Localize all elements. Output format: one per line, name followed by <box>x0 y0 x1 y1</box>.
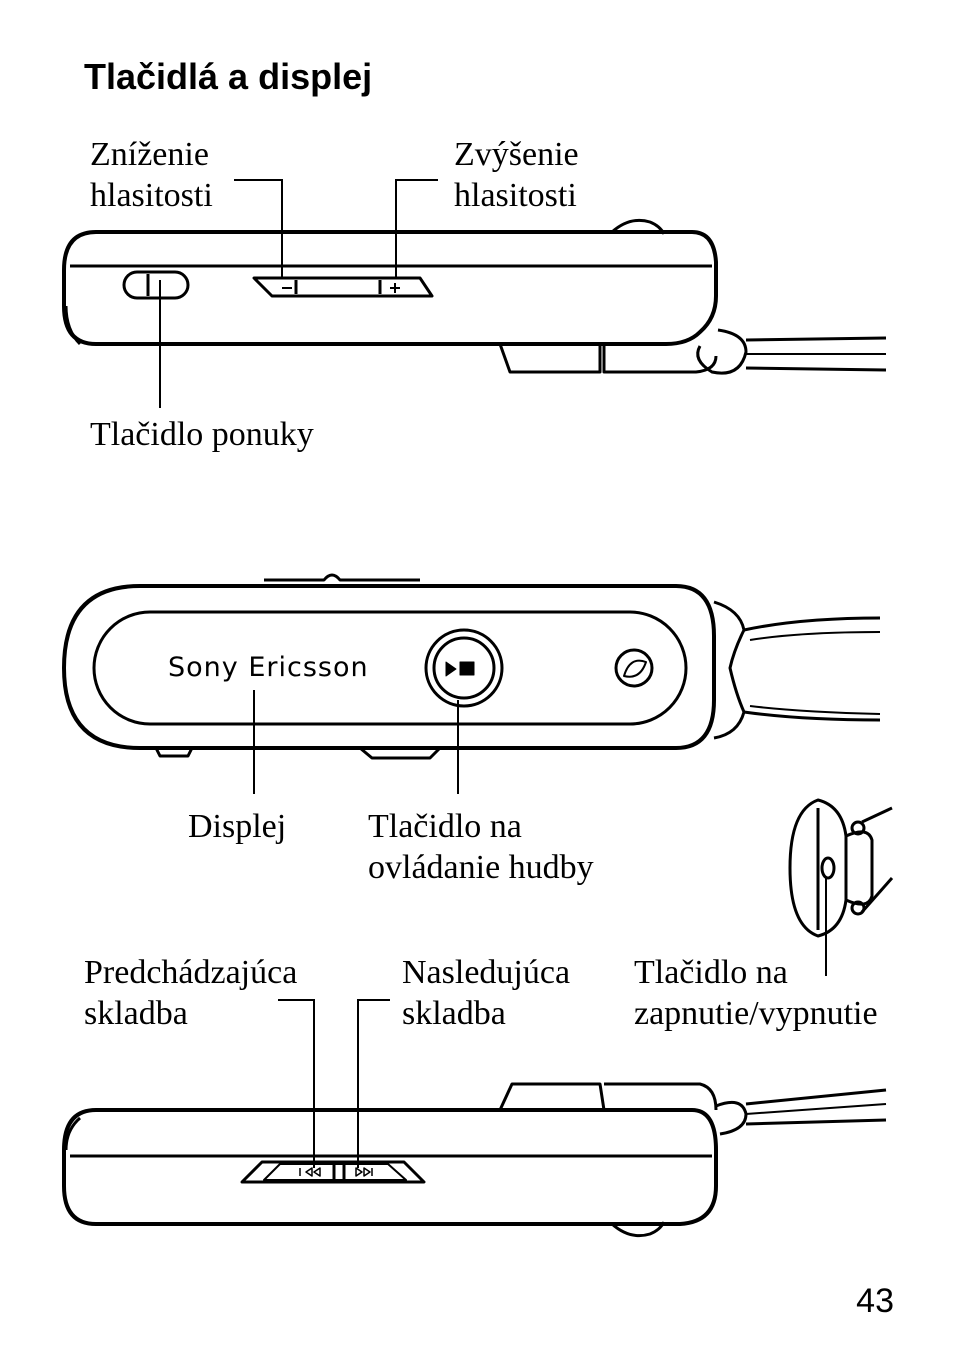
volume-up-label: Zvýšenie hlasitosti <box>454 136 579 214</box>
volume-down-label: Zníženie hlasitosti <box>90 136 213 214</box>
music-control-button-shape <box>424 628 504 708</box>
display-label: Displej <box>188 808 287 845</box>
next-track-label: Nasledujúca skladba <box>402 954 571 1032</box>
brand-logo-text: Sony Ericsson <box>168 652 369 683</box>
device-side-view <box>788 798 894 938</box>
next-track-leader <box>357 999 390 1168</box>
power-button-label: Tlačidlo na zapnutie/vypnutie <box>634 954 878 1032</box>
device-bottom-view <box>62 1082 887 1238</box>
previous-track-label: Predchádzajúca skladba <box>84 954 298 1032</box>
power-button-shape <box>820 856 836 880</box>
device-front-view <box>62 573 881 760</box>
music-control-label: Tlačidlo na ovládanie hudby <box>368 808 594 886</box>
menu-button-label: Tlačidlo ponuky <box>90 416 314 453</box>
menu-button-shape <box>122 270 190 300</box>
page-title: Tlačidlá a displej <box>84 56 373 97</box>
device-top-view <box>62 218 887 375</box>
leader-lines <box>159 179 827 1168</box>
previous-track-leader <box>278 999 315 1168</box>
volume-down-leader <box>234 179 283 278</box>
volume-up-leader <box>395 179 438 278</box>
page-number: 43 <box>856 1282 894 1320</box>
